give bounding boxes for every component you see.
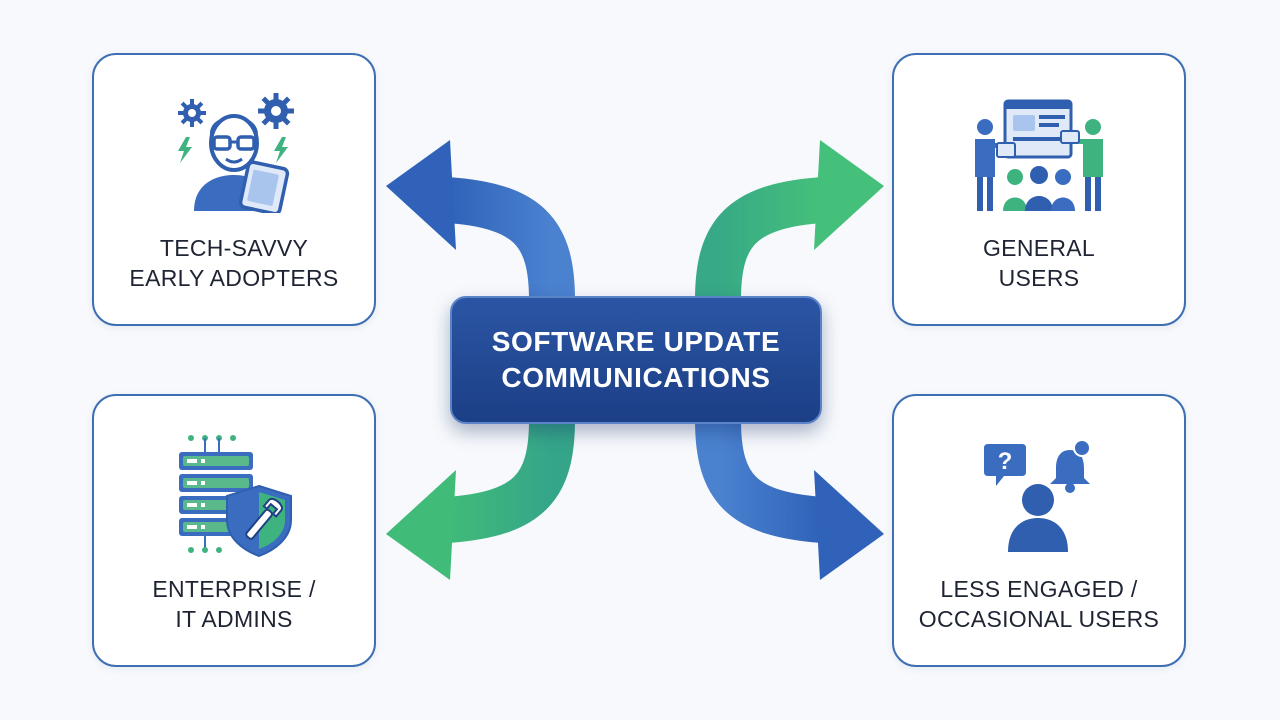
svg-text:?: ? (998, 448, 1013, 475)
presentation-group-icon (975, 99, 1103, 211)
center-node-software-update-communications: SOFTWARE UPDATE COMMUNICATIONS (450, 296, 822, 424)
card-label-line: GENERAL (982, 235, 1096, 261)
server-shield-icon (179, 435, 292, 558)
card-label-general-users: GENERAL USERS (894, 233, 1184, 293)
card-enterprise-it-admins: ENTERPRISE / IT ADMINS (92, 394, 376, 667)
arrow-to-general-users (695, 140, 884, 301)
card-label-line: TECH-SAVVY (159, 235, 309, 261)
card-less-engaged-occasional-users: ? LESS ENGAGED / OCCASIONAL USERS (892, 394, 1186, 667)
card-label-enterprise: ENTERPRISE / IT ADMINS (94, 574, 374, 634)
arrow-to-enterprise-admins (386, 419, 575, 580)
center-title-line-2: COMMUNICATIONS (501, 362, 771, 393)
center-title-line-1: SOFTWARE UPDATE (491, 326, 781, 357)
card-label-line: LESS ENGAGED / (940, 576, 1138, 602)
arrow-to-occasional-users (695, 419, 884, 580)
card-label-line: OCCASIONAL USERS (918, 606, 1160, 632)
user-question-bell-icon: ? (984, 439, 1091, 552)
card-label-tech-savvy: TECH-SAVVY EARLY ADOPTERS (94, 233, 374, 293)
card-label-line: IT ADMINS (175, 606, 293, 632)
tech-savvy-user-icon (178, 93, 294, 213)
card-label-line: EARLY ADOPTERS (129, 265, 339, 291)
card-general-users: GENERAL USERS (892, 53, 1186, 326)
card-label-line: ENTERPRISE / (152, 576, 316, 602)
card-label-line: USERS (998, 265, 1080, 291)
card-tech-savvy-early-adopters: TECH-SAVVY EARLY ADOPTERS (92, 53, 376, 326)
arrow-to-tech-savvy (386, 140, 575, 301)
card-label-less-engaged: LESS ENGAGED / OCCASIONAL USERS (894, 574, 1184, 634)
